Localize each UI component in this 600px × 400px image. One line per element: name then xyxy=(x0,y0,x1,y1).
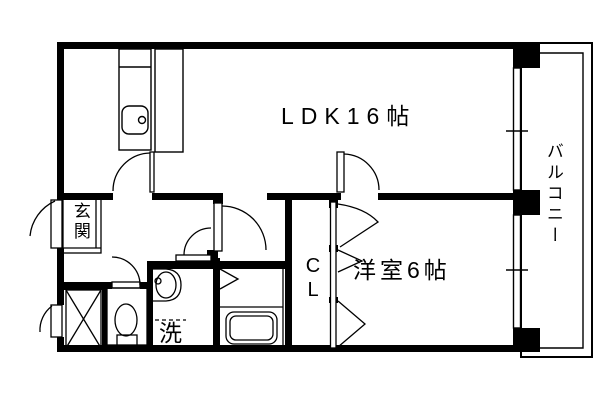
storage-box xyxy=(65,289,102,349)
washbasin-faucet xyxy=(154,277,162,285)
storage-door-arc xyxy=(39,305,53,333)
wall-segment xyxy=(57,42,520,49)
kitchen-cabinet xyxy=(154,48,184,153)
wall-pier xyxy=(513,190,540,215)
laundry-label: 洗 xyxy=(159,320,182,346)
closet-folding-door-icon xyxy=(337,300,367,348)
toilet-room xyxy=(106,287,148,347)
kitchen-door-arc xyxy=(112,152,151,192)
kitchen-sink xyxy=(121,105,149,135)
closet-front-line xyxy=(329,201,337,349)
closet xyxy=(329,201,379,349)
closet-folding-door-icon xyxy=(337,203,379,248)
wall-segment xyxy=(102,288,107,348)
walls xyxy=(57,42,540,352)
hall-door-leaf xyxy=(213,202,223,252)
kitchen xyxy=(118,48,184,153)
kitchen-faucet xyxy=(137,115,147,125)
hall-door-arc xyxy=(221,205,267,251)
wall-segment xyxy=(57,248,64,305)
wall-stub xyxy=(213,193,223,204)
toilet-door-leaf xyxy=(111,281,141,289)
bathtub-inner xyxy=(229,315,274,341)
bathroom xyxy=(218,264,284,351)
toilet-door-arc xyxy=(111,256,141,286)
doors xyxy=(29,151,380,338)
wall-segment xyxy=(267,193,341,200)
entrance-door-leaf xyxy=(50,199,63,249)
washroom-door-leaf xyxy=(175,254,212,262)
entrance-label: 玄関 xyxy=(70,202,90,242)
wall-segment xyxy=(213,258,220,352)
bedroom-door-leaf xyxy=(336,151,345,193)
entrance-area xyxy=(62,195,102,254)
storage xyxy=(65,289,102,349)
toilet-room-outline xyxy=(106,287,148,346)
genkan-step-outer xyxy=(62,195,102,254)
kitchen-counter xyxy=(118,48,152,151)
bedroom-door-arc xyxy=(343,153,380,191)
wall-pier xyxy=(513,42,540,68)
kitchen-door-leaf xyxy=(149,151,155,193)
closet-label: CL xyxy=(302,255,324,303)
wall-segment xyxy=(102,282,112,289)
entrance-door-arc xyxy=(29,200,56,237)
bathtub-outer xyxy=(225,311,278,345)
toilet-bowl xyxy=(114,303,138,337)
wall-stub xyxy=(207,250,218,262)
ldk-label: LDK16帖 xyxy=(281,103,417,129)
balcony-inner-rail xyxy=(521,52,584,349)
wall-segment xyxy=(140,282,153,289)
wall-segment xyxy=(285,200,292,352)
wall-segment xyxy=(147,261,153,352)
windows xyxy=(506,67,528,329)
balcony xyxy=(520,42,593,358)
wall-segment xyxy=(57,337,64,352)
wall-segment xyxy=(152,193,213,200)
window-bedroom xyxy=(512,214,522,329)
bathroom-folding-door-icon xyxy=(219,268,240,290)
washbasin-bowl xyxy=(155,271,177,299)
storage-door-leaf xyxy=(50,304,63,338)
balcony-outer-rail xyxy=(520,42,593,358)
toilet-tank xyxy=(116,334,138,347)
washroom-door-arc xyxy=(183,227,212,256)
balcony-label: バルコニー xyxy=(543,142,563,247)
washroom xyxy=(152,268,186,321)
storage-box-diagonal xyxy=(65,289,102,349)
closet-folding-door-icon xyxy=(337,249,364,273)
wall-segment xyxy=(378,193,513,200)
wall-segment xyxy=(57,42,64,200)
bedroom-label: 洋室6帖 xyxy=(353,257,451,283)
window-ldk xyxy=(512,67,522,191)
wall-segment xyxy=(57,282,103,290)
washbasin-cabinet xyxy=(152,268,182,302)
